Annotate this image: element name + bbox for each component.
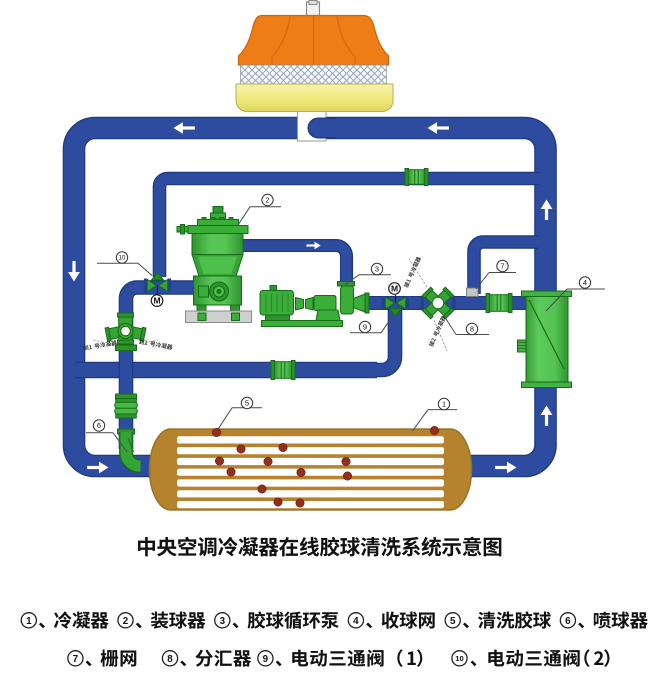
svg-text:2: 2 — [123, 616, 129, 627]
svg-text:3: 3 — [220, 616, 226, 627]
svg-text:7: 7 — [73, 654, 79, 665]
svg-text:7: 7 — [500, 262, 504, 271]
svg-text:10: 10 — [119, 255, 126, 262]
svg-text:10: 10 — [455, 654, 463, 663]
svg-text:6: 6 — [97, 421, 101, 430]
svg-text:1: 1 — [442, 400, 446, 409]
svg-text:1: 1 — [26, 616, 32, 627]
svg-text:8: 8 — [470, 325, 474, 334]
svg-text:2: 2 — [265, 196, 269, 205]
svg-text:3: 3 — [375, 265, 379, 274]
svg-text:9: 9 — [263, 654, 269, 665]
svg-text:9: 9 — [363, 323, 367, 332]
svg-text:6: 6 — [565, 616, 571, 627]
svg-text:M: M — [391, 284, 398, 294]
svg-text:5: 5 — [245, 399, 249, 408]
svg-text:5: 5 — [450, 616, 456, 627]
svg-text:4: 4 — [583, 278, 587, 287]
svg-text:M: M — [153, 296, 160, 306]
svg-text:8: 8 — [167, 654, 173, 665]
svg-text:4: 4 — [353, 616, 359, 627]
